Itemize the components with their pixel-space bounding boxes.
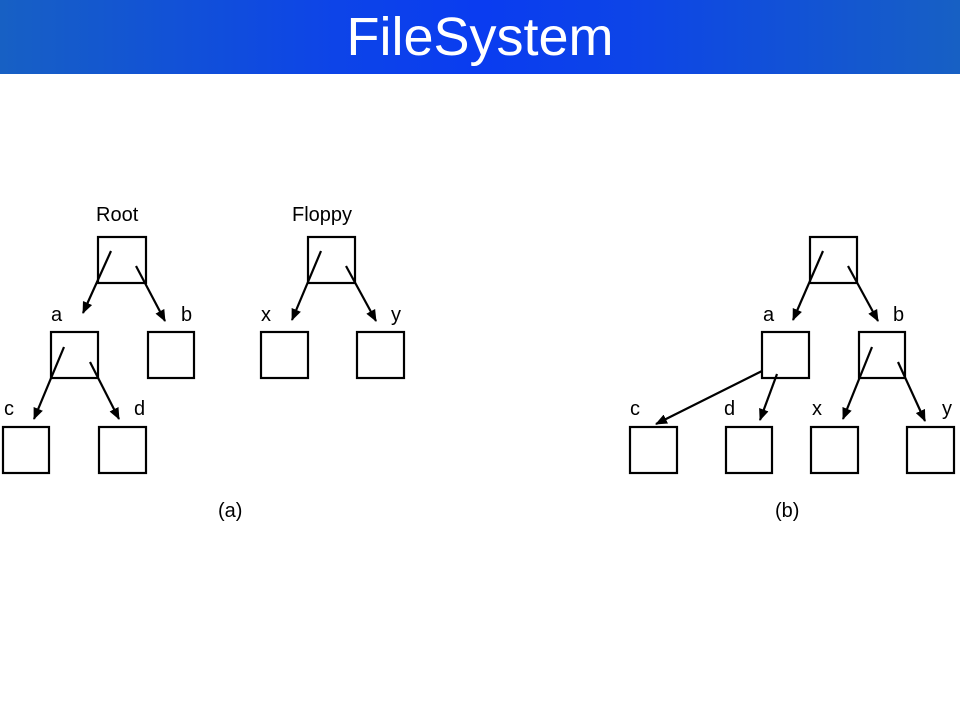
root-dir-box [96,235,148,285]
label-y: y [391,304,401,326]
file-d-box-b [724,425,774,475]
label-x: x [261,304,271,326]
dir-b-box-b [857,330,907,380]
floppy-label: Floppy [292,204,352,226]
label-d-b: d [724,398,735,420]
file-c-box [1,425,51,475]
label-c-b: c [630,398,640,420]
edge-root-b [135,265,166,322]
edge-floppy-y [345,265,377,322]
slide-title: FileSystem [346,7,614,67]
label-a-b: a [763,304,775,326]
file-x-box [259,330,310,380]
label-b: b [181,304,192,326]
file-y-box-b [905,425,956,475]
file-c-box-b [628,425,679,475]
file-d-box [97,425,148,475]
dir-a-box-b [760,330,811,380]
edge-a-d [89,361,120,420]
label-y-b: y [942,398,952,420]
label-d: d [134,398,145,420]
title-bar: FileSystem [0,0,960,74]
root-label: Root [96,204,139,226]
caption-a: (a) [218,500,242,522]
label-x-b: x [812,398,822,420]
edge-a-c-b [655,370,763,425]
dir-a-box [49,330,100,380]
file-b-box [146,330,196,380]
panel-a: Root a b c d Floppy x y (a) [1,204,406,522]
panel-b: a b c d x y (b) [628,235,956,522]
label-a: a [51,304,63,326]
file-x-box-b [809,425,860,475]
edge-floppy-x [290,250,323,321]
edge-root-a-b [791,250,825,321]
edge-root-b-b [847,265,879,322]
floppy-dir-box [306,235,357,285]
edge-a-c [32,346,66,420]
edge-a-d-b [758,373,779,421]
caption-b: (b) [775,500,799,522]
root-dir-box-b [808,235,859,285]
label-c: c [4,398,14,420]
label-b-b: b [893,304,904,326]
edge-root-a [81,250,113,314]
edge-b-y-b [896,361,927,422]
file-y-box [355,330,406,380]
edge-b-x-b [841,346,874,420]
